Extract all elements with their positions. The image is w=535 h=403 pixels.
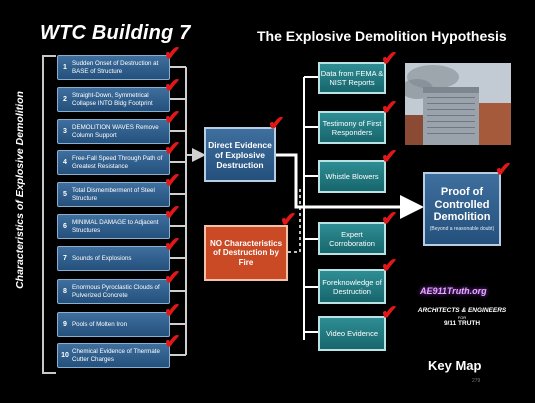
check-icon: ✔ [381,48,398,70]
whistle-blowers-box: Whistle Blowers [318,160,386,193]
item-text: Chemical Evidence of Thermate Cutter Cha… [72,348,160,363]
item-number: 10 [61,352,69,359]
item-number: 2 [63,96,67,103]
diagram-heading: The Explosive Demolition Hypothesis [257,28,507,44]
org-name-line1: ARCHITECTS & ENGINEERS [417,307,507,314]
item-text: MINIMAL DAMAGE to Adjacent Structures [72,219,159,234]
item-number: 9 [63,321,67,328]
check-icon: ✔ [381,208,398,230]
item-text: Pools of Molten Iron [72,320,128,328]
check-icon: ✔ [164,202,181,224]
item-number: 8 [63,288,67,295]
characteristic-item-9: 9 Pools of Molten Iron [57,312,170,337]
item-number: 3 [63,128,67,135]
item-number: 5 [63,191,67,198]
check-icon: ✔ [381,302,398,324]
building-image [405,63,511,145]
check-icon: ✔ [164,300,181,322]
org-name-line3: 9/11 TRUTH [443,320,481,327]
item-text: Free-Fall Speed Through Path of Greatest… [72,155,163,170]
check-icon: ✔ [164,331,181,353]
check-icon: ✔ [164,75,181,97]
characteristic-item-8: 8 Enormous Pyroclastic Clouds of Pulveri… [57,279,170,304]
expert-corroboration-box: Expert Corroboration [318,222,386,255]
characteristic-item-2: 2 Straight-Down, Symmetrical Collapse IN… [57,87,170,112]
org-name-line2: FOR [457,315,467,320]
characteristic-item-5: 5 Total Dismemberment of Steel Structure [57,182,170,207]
item-number: 7 [63,255,67,262]
check-icon: ✔ [164,234,181,256]
check-icon: ✔ [164,43,181,65]
item-number: 1 [63,64,67,71]
characteristic-item-1: 1 Sudden Onset of Destruction at BASE of… [57,55,170,80]
characteristic-item-10: 10 Chemical Evidence of Thermate Cutter … [57,343,170,368]
check-icon: ✔ [381,97,398,119]
items-bracket [42,55,56,374]
item-text: DEMOLITION WAVES Remove Column Support [72,124,159,139]
building-photo [405,63,511,145]
item-number: 4 [63,159,67,166]
characteristic-item-3: 3 DEMOLITION WAVES Remove Column Support [57,119,170,144]
check-icon: ✔ [381,146,398,168]
item-text: Straight-Down, Symmetrical Collapse INTO… [72,92,153,107]
main-title: WTC Building 7 [40,22,191,44]
no-fire-characteristics-box: NO Characteristics of Destruction by Fir… [204,225,288,281]
video-evidence-box: Video Evidence [318,316,386,351]
check-icon: ✔ [164,107,181,129]
item-text: Total Dismemberment of Steel Structure [72,187,155,202]
key-map-label: Key Map [428,358,482,373]
check-icon: ✔ [495,159,512,181]
page-number: 279 [472,378,481,384]
proof-title: Proof of Controlled Demolition [433,186,491,224]
item-text: Sudden Onset of Destruction at BASE of S… [72,60,159,75]
foreknowledge-box: Foreknowledge of Destruction [318,269,386,304]
item-text: Sounds of Explosions [72,254,132,262]
check-icon: ✔ [268,113,285,135]
item-text: Enormous Pyroclastic Clouds of Pulverize… [72,284,160,299]
check-icon: ✔ [280,209,297,231]
characteristic-item-4: 4 Free-Fall Speed Through Path of Greate… [57,150,170,175]
check-icon: ✔ [164,267,181,289]
characteristic-item-6: 6 MINIMAL DAMAGE to Adjacent Structures [57,214,170,239]
first-responders-box: Testimony of First Responders [318,111,386,144]
proof-subtitle: (Beyond a reasonable doubt) [429,225,495,232]
direct-evidence-box: Direct Evidence of Explosive Destruction [204,127,276,182]
characteristic-item-7: 7 Sounds of Explosions [57,246,170,271]
fema-nist-box: Data from FEMA & NIST Reports [318,62,386,94]
check-icon: ✔ [381,255,398,277]
proof-box: Proof of Controlled Demolition (Beyond a… [423,172,501,246]
check-icon: ✔ [164,170,181,192]
item-number: 6 [63,223,67,230]
check-icon: ✔ [164,138,181,160]
ae911truth-logo: AE911Truth.org [420,286,487,296]
